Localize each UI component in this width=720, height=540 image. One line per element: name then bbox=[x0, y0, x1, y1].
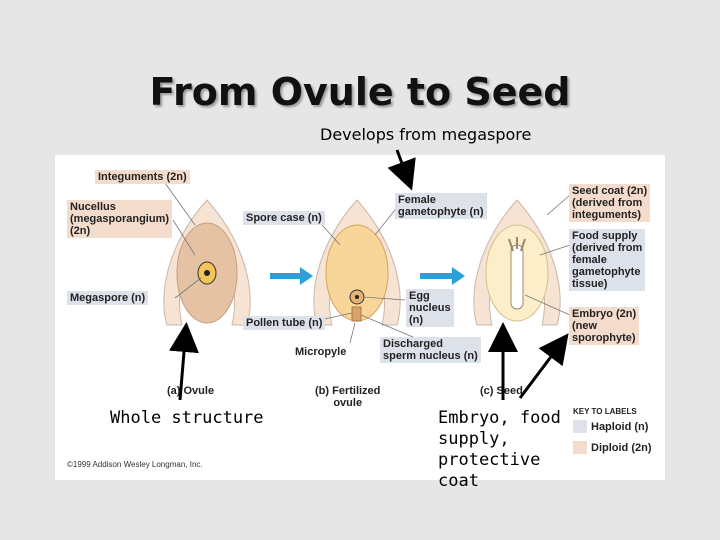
label-food-supply-line5: tissue) bbox=[572, 278, 608, 290]
label-micropyle: Micropyle bbox=[295, 346, 347, 358]
label-nucellus-line2: (megasporangium) bbox=[70, 213, 170, 225]
key-haploid-label: Haploid (n) bbox=[591, 421, 649, 433]
label-food-supply-line1: Food supply bbox=[572, 230, 638, 242]
label-nucellus: Nucellus (megasporangium) (2n) bbox=[67, 200, 173, 238]
ovule-to-seed-figure: Integuments (2n) Nucellus (megasporangiu… bbox=[55, 155, 665, 480]
megaspore-arrow-icon bbox=[387, 149, 416, 191]
label-embryo-line2: (new bbox=[572, 320, 598, 332]
key-diploid-label: Diploid (2n) bbox=[591, 442, 652, 454]
fertilized-ovule-drawing bbox=[313, 199, 401, 326]
label-nucellus-line3: (2n) bbox=[70, 225, 91, 237]
label-female-gametophyte-line1: Female bbox=[398, 194, 436, 206]
label-egg-nucleus-line2: nucleus bbox=[409, 302, 451, 314]
arrow-2-icon bbox=[420, 267, 465, 285]
label-megaspore: Megaspore (n) bbox=[67, 291, 149, 305]
label-food-supply-line3: female bbox=[572, 254, 607, 266]
copyright: ©1999 Addison Wesley Longman, Inc. bbox=[67, 460, 203, 469]
pointer-lines bbox=[164, 182, 571, 344]
embryo-callout: Embryo, food supply, protective coat bbox=[438, 408, 561, 491]
key-title: KEY TO LABELS bbox=[573, 407, 637, 416]
label-discharged-sperm: Discharged sperm nucleus (n) bbox=[380, 337, 481, 363]
label-pollen-tube: Pollen tube (n) bbox=[243, 316, 326, 330]
caption-b-line1: (b) Fertilized bbox=[315, 385, 381, 397]
whole-structure-callout: Whole structure bbox=[110, 408, 264, 428]
label-egg-nucleus-line1: Egg bbox=[409, 290, 430, 302]
label-food-supply-line2: (derived from bbox=[572, 242, 643, 254]
figure-artwork bbox=[163, 182, 587, 454]
megaspore-callout: Develops from megaspore bbox=[320, 125, 532, 144]
caption-b-line2: ovule bbox=[333, 397, 363, 409]
seed-drawing bbox=[473, 199, 561, 326]
diploid-swatch bbox=[573, 441, 587, 454]
label-discharged-sperm-line2: sperm nucleus (n) bbox=[383, 350, 478, 362]
slide-title: From Ovule to Seed bbox=[149, 70, 571, 114]
arrow-1-icon bbox=[270, 267, 313, 285]
ovule-drawing bbox=[163, 199, 251, 326]
label-female-gametophyte: Female gametophyte (n) bbox=[395, 193, 487, 219]
label-female-gametophyte-line2: gametophyte (n) bbox=[398, 206, 484, 218]
label-egg-nucleus-line3: (n) bbox=[409, 314, 424, 326]
caption-b: (b) Fertilized ovule bbox=[315, 385, 380, 409]
embryo-arrow-diag-icon bbox=[518, 333, 569, 399]
label-seed-coat-line1: Seed coat (2n) bbox=[572, 185, 648, 197]
label-embryo-line1: Embryo (2n) bbox=[572, 308, 637, 320]
label-food-supply: Food supply (derived from female gametop… bbox=[569, 229, 646, 291]
label-seed-coat-line3: integuments) bbox=[572, 209, 642, 221]
label-embryo: Embryo (2n) (new sporophyte) bbox=[569, 307, 640, 345]
label-spore-case: Spore case (n) bbox=[243, 211, 325, 225]
label-seed-coat-line2: (derived from bbox=[572, 197, 643, 209]
label-embryo-line3: sporophyte) bbox=[572, 332, 636, 344]
label-seed-coat: Seed coat (2n) (derived from integuments… bbox=[569, 184, 651, 222]
label-nucellus-line1: Nucellus bbox=[70, 201, 116, 213]
caption-c: (c) Seed bbox=[480, 385, 523, 397]
label-egg-nucleus: Egg nucleus (n) bbox=[406, 289, 454, 327]
haploid-swatch bbox=[573, 420, 587, 433]
label-food-supply-line4: gametophyte bbox=[572, 266, 641, 278]
label-integuments: Integuments (2n) bbox=[95, 170, 190, 184]
label-discharged-sperm-line1: Discharged bbox=[383, 338, 443, 350]
whole-structure-arrow-icon bbox=[169, 322, 199, 401]
caption-a: (a) Ovule bbox=[167, 385, 215, 397]
